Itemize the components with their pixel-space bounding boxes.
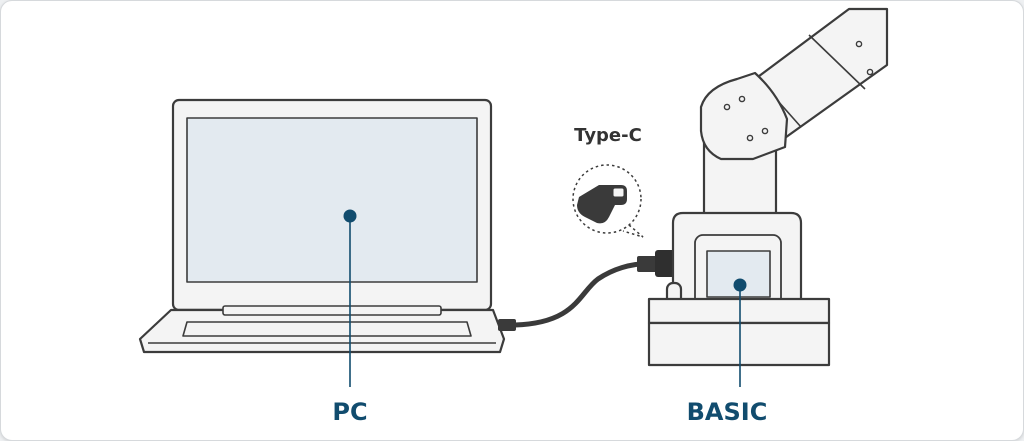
- laptop-screen: [186, 117, 478, 283]
- laptop-palmrest: [222, 305, 442, 316]
- pc-marker: [343, 209, 357, 387]
- robot-arm: [647, 7, 889, 367]
- arm-joint-elbow: [699, 71, 789, 161]
- cable-wire: [512, 260, 654, 328]
- robot-pedestal: [647, 321, 831, 367]
- arm-segment-line: [808, 34, 866, 90]
- cable-plug-laptop: [498, 319, 516, 331]
- robot-pedestal-top: [647, 297, 831, 325]
- basic-label: BASIC: [687, 398, 768, 426]
- laptop: [138, 98, 506, 354]
- type-c-callout: Type-C: [572, 125, 644, 238]
- pc-label: PC: [332, 398, 367, 426]
- type-c-label: Type-C: [574, 125, 642, 146]
- basic-marker: [733, 278, 747, 387]
- callout-tail: [622, 224, 644, 238]
- callout-bubble: [572, 164, 642, 234]
- usb-type-c-plug-icon: [577, 185, 627, 224]
- arm-screws: [723, 40, 874, 142]
- laptop-keyboard: [182, 321, 472, 337]
